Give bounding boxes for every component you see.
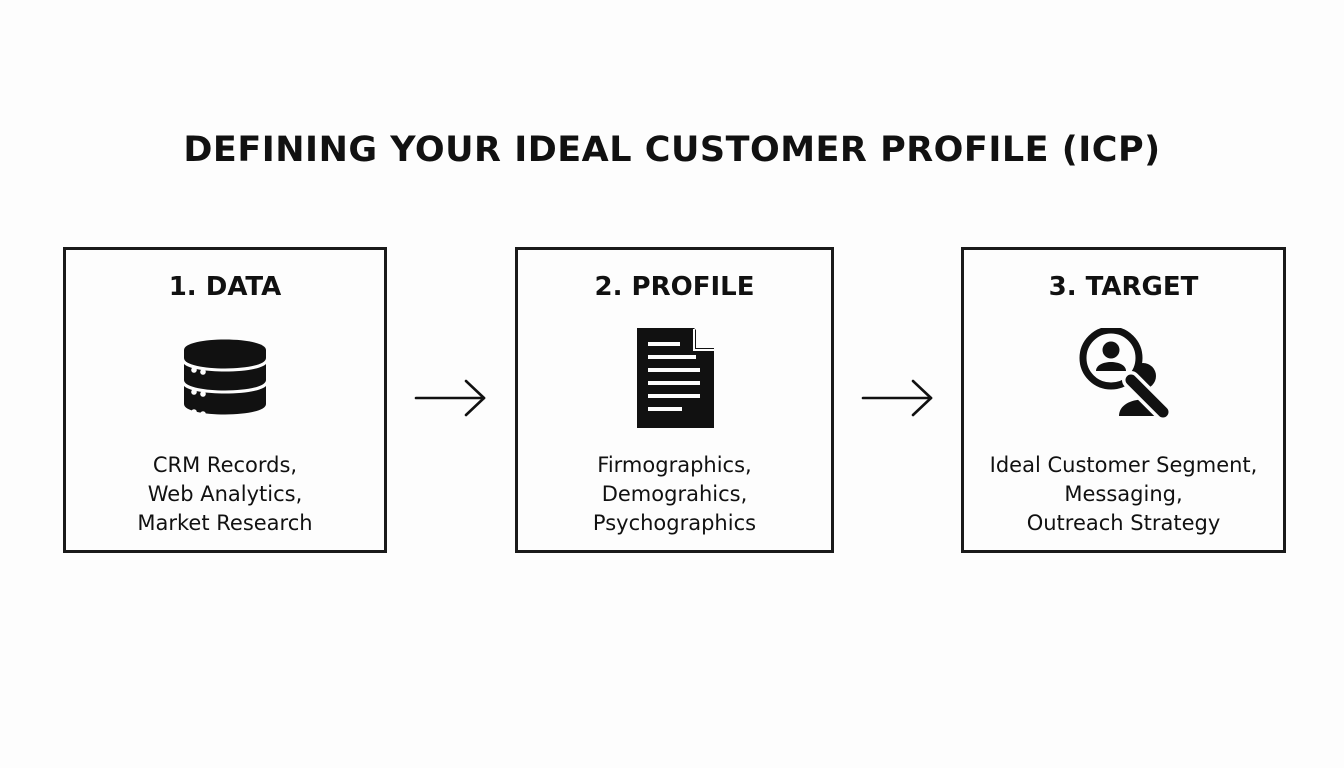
document-icon xyxy=(620,328,730,432)
step-heading: 2. PROFILE xyxy=(594,272,755,302)
detail-line: Outreach Strategy xyxy=(1026,511,1221,535)
right-arrow-icon xyxy=(414,378,488,418)
detail-line: Web Analytics, xyxy=(147,482,303,506)
detail-line: Ideal Customer Segment, xyxy=(989,453,1258,477)
detail-line: CRM Records, xyxy=(152,453,298,477)
magnifier-person-icon xyxy=(1069,328,1179,432)
step-box-data: 1. DATA CRM Records, Web Analytics, Mark… xyxy=(63,247,387,553)
step-box-target: 3. TARGET Ideal Customer Segment, Messag… xyxy=(961,247,1286,553)
detail-line: Firmographics, xyxy=(597,453,752,477)
detail-line: Psychographics xyxy=(592,511,757,535)
detail-line: Demograhics, xyxy=(601,482,748,506)
detail-line: Messaging, xyxy=(1064,482,1183,506)
page-title: DEFINING YOUR IDEAL CUSTOMER PROFILE (IC… xyxy=(183,130,1161,170)
detail-line: Market Research xyxy=(137,511,313,535)
step-details: Ideal Customer Segment, Messaging, Outre… xyxy=(964,451,1283,538)
step-heading: 3. TARGET xyxy=(1048,272,1199,302)
right-arrow-icon xyxy=(861,378,935,418)
database-icon xyxy=(170,328,280,432)
step-box-profile: 2. PROFILE Firmographics, Demograhics, P… xyxy=(515,247,834,553)
step-details: CRM Records, Web Analytics, Market Resea… xyxy=(66,451,384,538)
step-details: Firmographics, Demograhics, Psychographi… xyxy=(518,451,831,538)
step-heading: 1. DATA xyxy=(168,272,282,302)
